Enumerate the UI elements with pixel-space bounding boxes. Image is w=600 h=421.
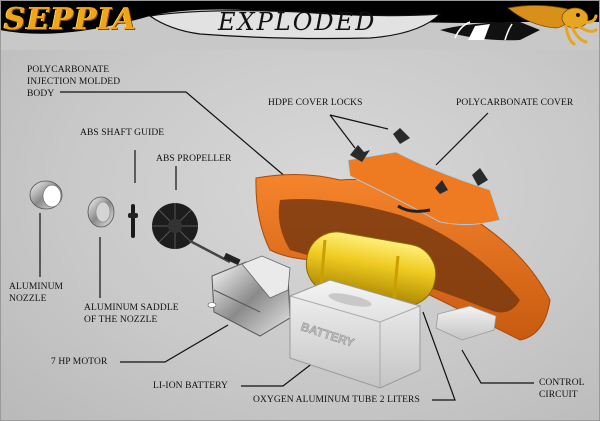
- leader-circuit: [461, 349, 534, 384]
- label-nozzle: ALUMINUM NOZZLE: [9, 282, 64, 304]
- leader-tube: [422, 311, 456, 401]
- abs-shaft-guide-part: [128, 204, 138, 238]
- label-cover-locks: HDPE COVER LOCKS: [268, 98, 363, 108]
- label-tube: OXYGEN ALUMINUM TUBE 2 LITERS: [253, 395, 420, 405]
- label-battery: LI-ION BATTERY: [153, 381, 229, 391]
- aluminum-nozzle-part: [29, 180, 63, 210]
- cuttlefish-mascot-icon: [507, 5, 598, 46]
- label-circuit: CONTROL CIRCUIT: [539, 378, 585, 400]
- aluminum-saddle-part: [87, 196, 115, 228]
- battery-part: BATTERY: [289, 279, 421, 389]
- leader-lines: [39, 91, 534, 401]
- motor-part: [207, 255, 291, 337]
- polycarbonate-cover-part: [347, 151, 501, 225]
- header-banner: [0, 0, 600, 51]
- abs-propeller-part: [152, 203, 241, 266]
- seppia-logo: SEPPIA: [4, 2, 137, 37]
- leader-body: [60, 91, 288, 179]
- label-propeller: ABS PROPELLER: [156, 154, 232, 164]
- control-circuit-part: [435, 305, 497, 341]
- hdpe-cover-lock-parts: [350, 128, 488, 194]
- label-cover: POLYCARBONATE COVER: [456, 98, 574, 108]
- label-body: POLYCARBONATE INJECTION MOLDED BODY: [27, 65, 121, 99]
- leader-cover-locks-1: [329, 114, 356, 149]
- label-saddle: ALUMINUM SADDLE OF THE NOZZLE: [84, 303, 179, 325]
- leader-cover-locks-2: [329, 114, 389, 130]
- leader-cover: [435, 112, 489, 166]
- label-motor: 7 HP MOTOR: [51, 357, 108, 367]
- label-shaft-guide: ABS SHAFT GUIDE: [80, 128, 165, 138]
- page-title: EXPLODED: [218, 8, 377, 36]
- leader-motor: [120, 324, 229, 363]
- leader-battery: [241, 358, 319, 387]
